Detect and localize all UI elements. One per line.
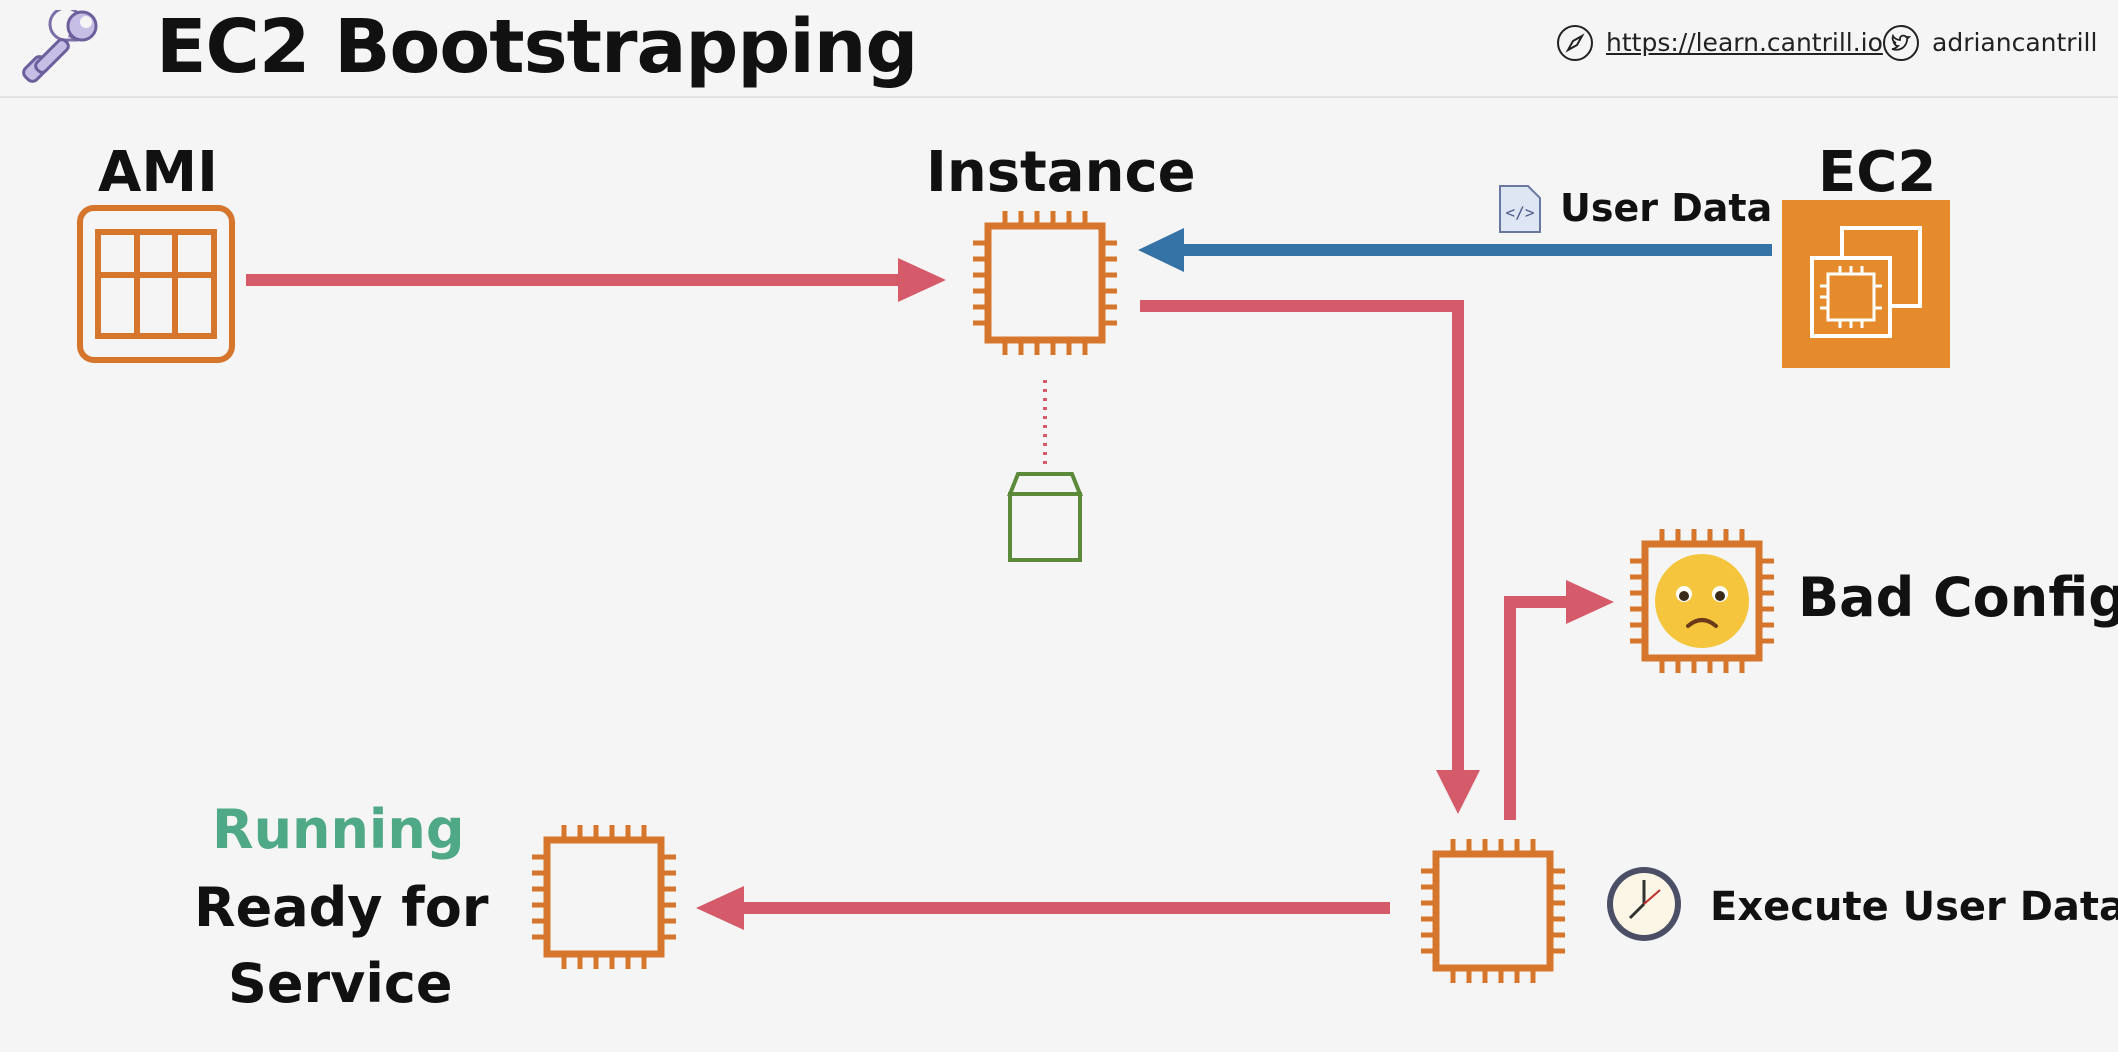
- execute-user-data-label: Execute User Data: [1710, 884, 2118, 930]
- execute-chip-icon: [1421, 839, 1565, 983]
- user-data-file-icon: </>: [1499, 185, 1541, 233]
- running-chip-icon: [532, 825, 676, 969]
- arrow-execute-to-running: [696, 886, 1390, 930]
- user-data-label: User Data: [1560, 186, 1773, 230]
- instance-label: Instance: [926, 140, 1196, 205]
- twitter-handle[interactable]: adriancantrill: [1932, 28, 2098, 57]
- wrench-icon: [22, 10, 98, 83]
- clock-icon: [1607, 867, 1681, 941]
- ami-label: AMI: [98, 140, 218, 205]
- volume-icon: [1007, 472, 1083, 562]
- page-title: EC2 Bootstrapping: [156, 4, 918, 90]
- arrow-ami-to-instance: [246, 258, 946, 302]
- header-bar: EC2 Bootstrapping https://learn.cantrill…: [0, 0, 2118, 98]
- service-label: Service: [228, 952, 453, 1015]
- ec2-label: EC2: [1818, 140, 1937, 205]
- svg-text:</>: </>: [1506, 203, 1535, 222]
- arrow-userdata-to-instance: [1138, 228, 1772, 272]
- website-link[interactable]: https://learn.cantrill.io: [1606, 28, 1883, 57]
- arrow-instance-to-execute: [1140, 300, 1480, 814]
- bad-config-label: Bad Config: [1798, 566, 2118, 629]
- instance-chip-icon: [973, 211, 1117, 355]
- compass-icon: [1557, 25, 1593, 61]
- ec2-service-icon: [1782, 200, 1950, 368]
- sad-face-icon: [1655, 554, 1749, 648]
- ready-for-label: Ready for: [194, 876, 489, 939]
- running-status: Running: [212, 798, 465, 861]
- arrow-execute-to-bad-config: [1504, 580, 1614, 820]
- twitter-icon: [1883, 25, 1919, 61]
- ami-icon: [77, 205, 235, 363]
